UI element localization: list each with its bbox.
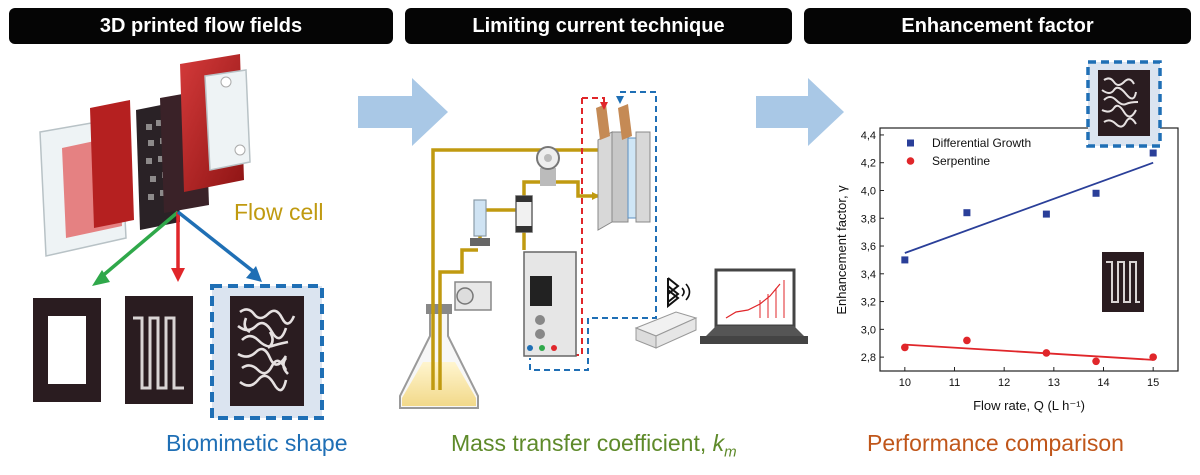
arrow-head-green	[92, 270, 110, 286]
power-supply-icon	[523, 251, 577, 357]
bluetooth-icon	[667, 277, 680, 309]
bluetooth-module	[634, 311, 698, 349]
y-tick-label: 3,0	[861, 324, 876, 336]
data-point-differential-growth	[1092, 189, 1100, 197]
flow-field-arrows	[92, 210, 262, 286]
header-limiting-current-technique: Limiting current technique	[405, 8, 792, 44]
serpentine-channel	[133, 316, 184, 390]
exploded-flow-cell-illustration	[39, 54, 251, 257]
legend-marker	[906, 157, 915, 165]
x-tick-label: 10	[899, 377, 911, 389]
y-axis-title: Enhancement factor, γ	[834, 185, 849, 315]
x-tick-label: 11	[949, 377, 960, 389]
data-point-differential-growth	[901, 256, 909, 264]
serpentine-inset-channel	[1106, 261, 1140, 303]
performance-comparison-label: Performance comparison	[867, 430, 1124, 456]
fit-line-0	[904, 161, 1154, 254]
y-tick-label: 3,2	[861, 297, 876, 309]
y-tick-label: 4,0	[861, 185, 876, 197]
biomimetic-shape-label: Biomimetic shape	[166, 430, 348, 456]
process-arrow-2	[756, 78, 844, 146]
data-point-serpentine	[1042, 349, 1051, 357]
legend-label: Differential Growth	[932, 136, 1031, 150]
y-tick-label: 4,2	[861, 158, 876, 170]
mass-transfer-label: Mass transfer coefficient, km	[451, 430, 737, 461]
process-arrow-1	[358, 78, 448, 146]
y-tick-label: 2,8	[861, 352, 876, 364]
data-point-serpentine	[1092, 357, 1100, 366]
header-3d-printed-flow-fields: 3D printed flow fields	[9, 8, 393, 44]
flow-meter	[515, 195, 533, 233]
arrow-head-blue	[246, 266, 262, 282]
y-tick-label: 3,6	[861, 241, 876, 253]
biomimetic-inset-channel	[1101, 77, 1139, 128]
plot-frame	[879, 127, 1179, 372]
flow-field-plates	[33, 284, 324, 420]
y-tick-label: 4,4	[861, 130, 876, 142]
header-enhancement-factor: Enhancement factor	[804, 8, 1191, 44]
data-point-differential-growth	[963, 209, 971, 217]
wifi-signal-icon	[681, 283, 691, 301]
data-point-serpentine	[1149, 353, 1157, 361]
legend-marker	[907, 139, 914, 147]
red-gasket	[90, 100, 134, 228]
fit-line-1	[904, 343, 1154, 361]
mass-transfer-text: Mass transfer coefficient,	[451, 430, 713, 456]
mass-transfer-symbol: k	[712, 430, 725, 456]
laptop-icon	[700, 268, 808, 344]
y-tick-label: 3,4	[861, 269, 876, 281]
x-axis-title: Flow rate, Q (L h⁻¹)	[973, 398, 1085, 413]
limiting-current-setup	[399, 91, 808, 409]
x-tick-label: 12	[998, 377, 1010, 389]
data-point-differential-growth	[1042, 210, 1050, 218]
pump-icon	[454, 199, 492, 311]
arrow-head-red	[171, 268, 185, 282]
y-tick-label: 3,8	[861, 213, 876, 225]
x-tick-label: 15	[1147, 377, 1159, 389]
biomimetic-channel	[237, 308, 296, 392]
data-point-differential-growth	[1149, 149, 1157, 157]
pressure-gauge	[536, 146, 560, 186]
flow-cell-label: Flow cell	[234, 199, 324, 225]
x-tick-label: 13	[1048, 377, 1060, 389]
data-point-serpentine	[963, 336, 971, 345]
x-tick-label: 14	[1097, 377, 1109, 389]
mass-transfer-subscript: m	[724, 443, 737, 461]
data-point-serpentine	[901, 343, 909, 352]
flow-cell-stack	[596, 104, 651, 231]
legend-label: Serpentine	[932, 154, 990, 168]
